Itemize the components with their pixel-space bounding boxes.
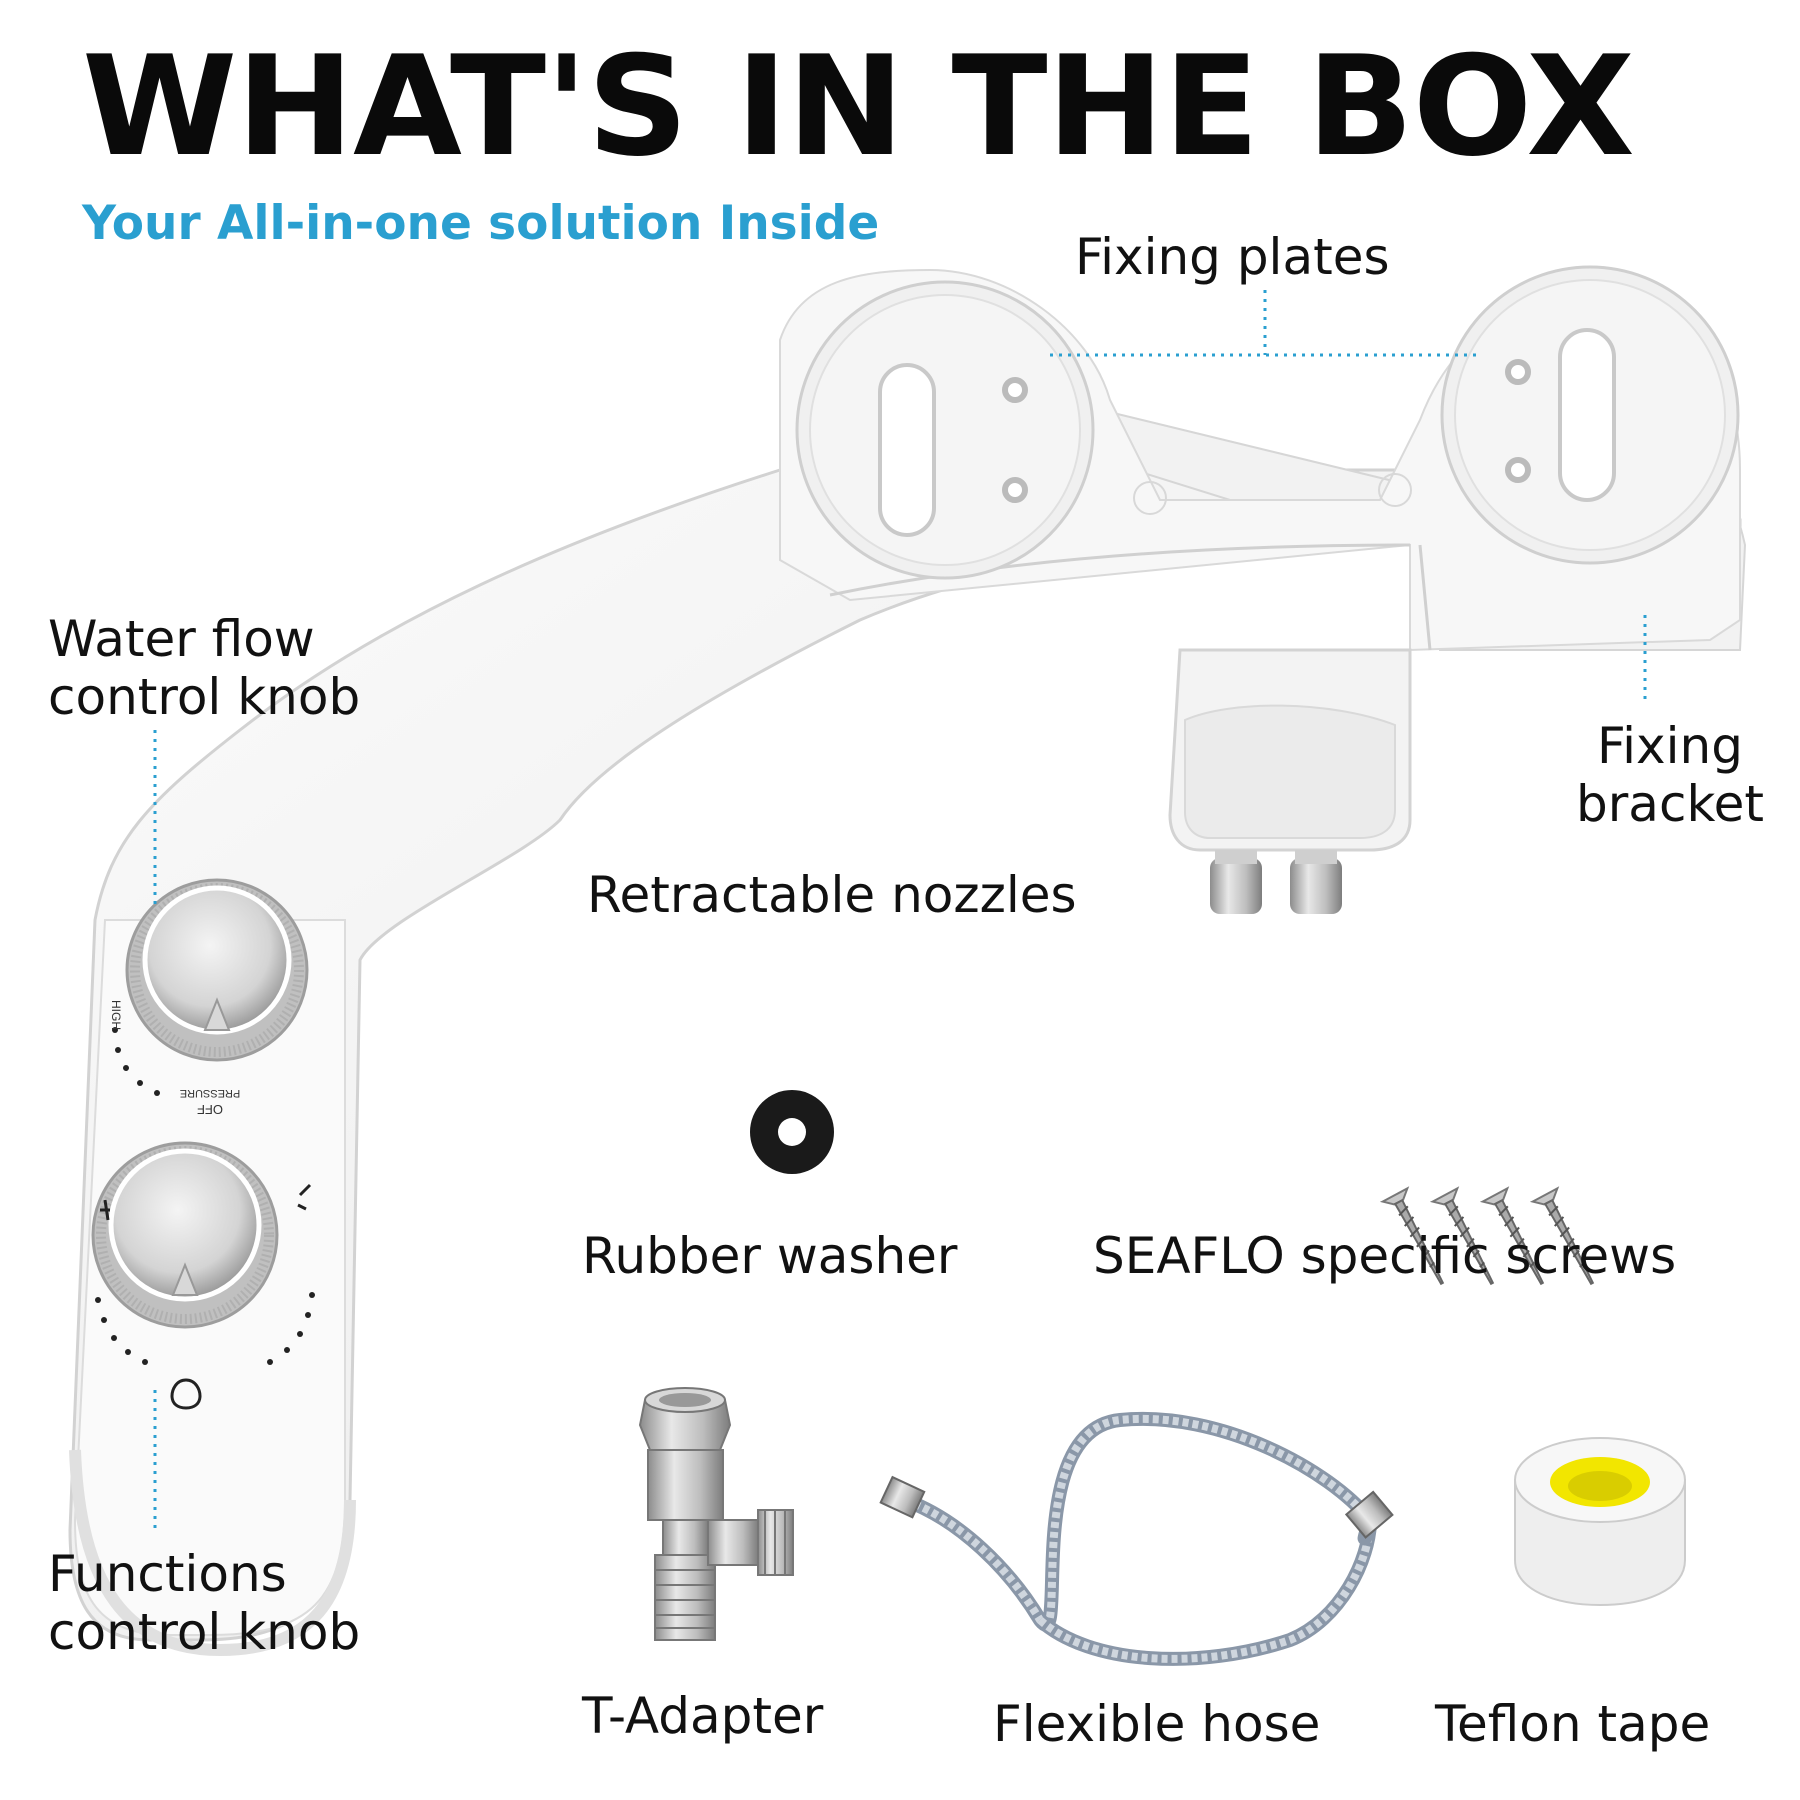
label-fixing-bracket-line2: bracket: [1576, 775, 1764, 833]
label-functions-line1: Functions: [48, 1545, 287, 1603]
fixing-plate-left: [795, 280, 1095, 580]
nozzle-right: [1290, 858, 1342, 914]
label-screws: SEAFLO specific screws: [1093, 1227, 1677, 1285]
label-functions: Functions control knob: [48, 1545, 360, 1661]
function-icons: [100, 1183, 312, 1410]
rubber-washer-image: [750, 1090, 834, 1174]
high-marking: HIGH: [109, 1000, 123, 1030]
nozzle-housing: [1168, 648, 1412, 914]
label-rubber-washer: Rubber washer: [582, 1227, 958, 1285]
leader-lines: [153, 290, 1647, 1530]
label-fixing-plates: Fixing plates: [1075, 228, 1390, 286]
label-t-adapter: T-Adapter: [582, 1687, 824, 1745]
off-marking: OFF: [197, 1102, 223, 1117]
pressure-marking: PRESSURE: [180, 1087, 241, 1099]
label-fixing-bracket-line1: Fixing: [1597, 717, 1743, 775]
label-flexible-hose: Flexible hose: [993, 1695, 1321, 1753]
functions-knob: [91, 1141, 279, 1329]
screws-image: [1379, 1186, 1595, 1286]
fixing-plate-right: [1440, 265, 1740, 565]
label-water-flow-line2: control knob: [48, 668, 361, 726]
nozzle-left: [1210, 858, 1262, 914]
label-functions-line2: control knob: [48, 1603, 361, 1661]
teflon-tape-image: [1514, 1437, 1686, 1607]
flexible-hose-image: [879, 1411, 1394, 1666]
label-retractable-nozzles: Retractable nozzles: [587, 866, 1077, 924]
water-flow-knob: [125, 878, 309, 1062]
page-title: WHAT'S IN THE BOX: [82, 26, 1635, 187]
label-water-flow: Water flow control knob: [48, 610, 360, 726]
label-fixing-bracket: Fixing bracket: [1550, 717, 1790, 833]
dial-dots: [95, 1027, 315, 1365]
page-subtitle: Your All-in-one solution Inside: [82, 196, 880, 251]
t-adapter-image: [638, 1387, 794, 1641]
label-teflon-tape: Teflon tape: [1435, 1695, 1711, 1753]
label-water-flow-line1: Water flow: [48, 610, 315, 668]
